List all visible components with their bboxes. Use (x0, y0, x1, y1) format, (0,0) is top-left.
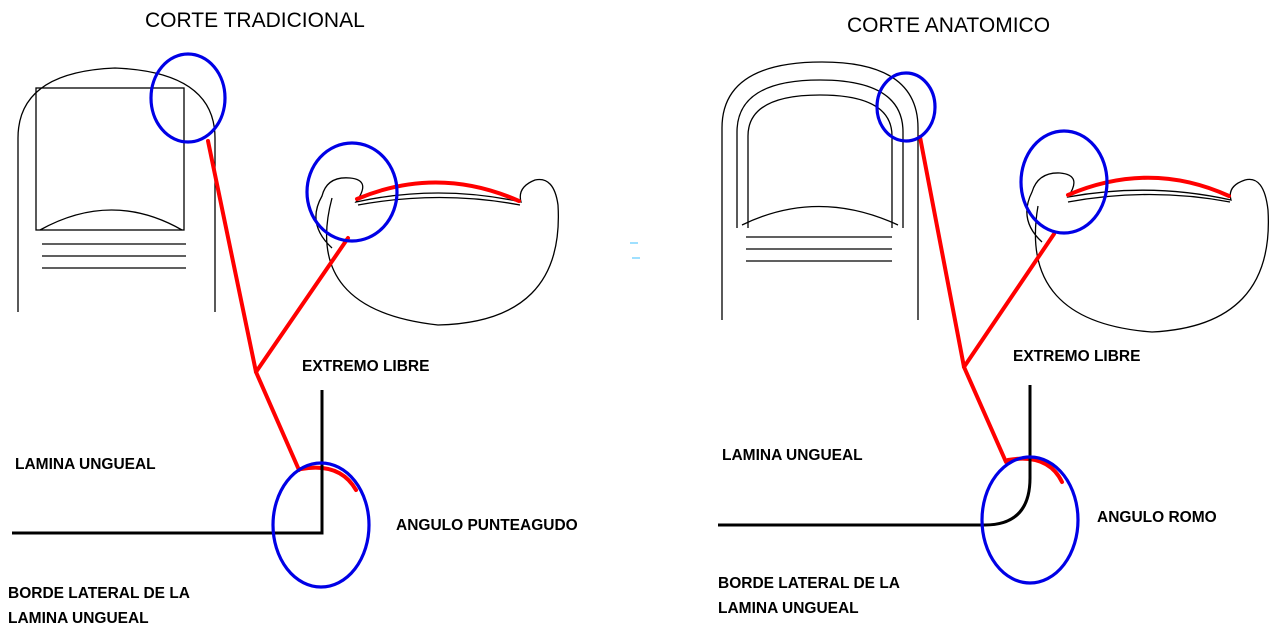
nail-corner-pointed (12, 390, 324, 535)
highlight-circle (149, 52, 227, 144)
label-borde-lateral: BORDE LATERAL DE LA (8, 585, 190, 602)
nail-underside (1067, 193, 1231, 203)
nail-plate-square (35, 87, 185, 231)
finger-cross-section (315, 177, 559, 326)
corner-red-arc (299, 465, 358, 492)
label-borde-lateral-2: LAMINA UNGUEAL (718, 600, 859, 617)
finger-top-view (17, 67, 216, 312)
nail-underside (357, 196, 521, 206)
finger-outline (17, 67, 216, 312)
pointer-line (918, 135, 1008, 464)
label-extremo-libre: EXTREMO LIBRE (302, 358, 429, 375)
label-extremo-libre: EXTREMO LIBRE (1013, 348, 1140, 365)
pointer-line (206, 139, 301, 472)
label-lamina-ungueal: LAMINA UNGUEAL (15, 456, 156, 473)
highlight-circle (1019, 129, 1109, 235)
highlight-circle (271, 461, 371, 589)
panel-title: CORTE TRADICIONAL (145, 9, 365, 32)
nail-corner-rounded (718, 385, 1032, 527)
fingertip-outline (1026, 172, 1270, 333)
highlight-circle (980, 455, 1080, 585)
highlight-circle (305, 141, 399, 243)
nail-free-edge-red (1066, 175, 1231, 198)
label-angulo: ANGULO ROMO (1097, 509, 1217, 526)
finger-outline (721, 61, 919, 320)
highlight-circle (875, 71, 937, 143)
finger-cross-section (1026, 172, 1270, 333)
pointer-lines (206, 139, 521, 492)
panel-corte-anatomico: CORTE ANATOMICO EXT (718, 14, 1270, 617)
finger-top-view (721, 61, 919, 320)
label-angulo: ANGULO PUNTEAGUDO (396, 517, 578, 534)
label-lamina-ungueal: LAMINA UNGUEAL (722, 447, 863, 464)
panel-title: CORTE ANATOMICO (847, 14, 1050, 37)
pointer-line (962, 232, 1056, 369)
panel-corte-tradicional: CORTE TRADICIONAL EXTREMO (8, 9, 578, 627)
nail-plate-outline (736, 79, 904, 228)
nail-free-edge-red (355, 180, 521, 203)
lunula-arc (741, 205, 899, 226)
pointer-line (254, 236, 350, 374)
corner-red-arc (1006, 456, 1064, 484)
label-borde-lateral: BORDE LATERAL DE LA (718, 575, 900, 592)
lunula-arc (39, 209, 183, 231)
label-borde-lateral-2: LAMINA UNGUEAL (8, 610, 149, 627)
nail-plate-inner (747, 94, 893, 228)
fingertip-outline (315, 177, 559, 326)
pointer-lines (918, 135, 1231, 484)
